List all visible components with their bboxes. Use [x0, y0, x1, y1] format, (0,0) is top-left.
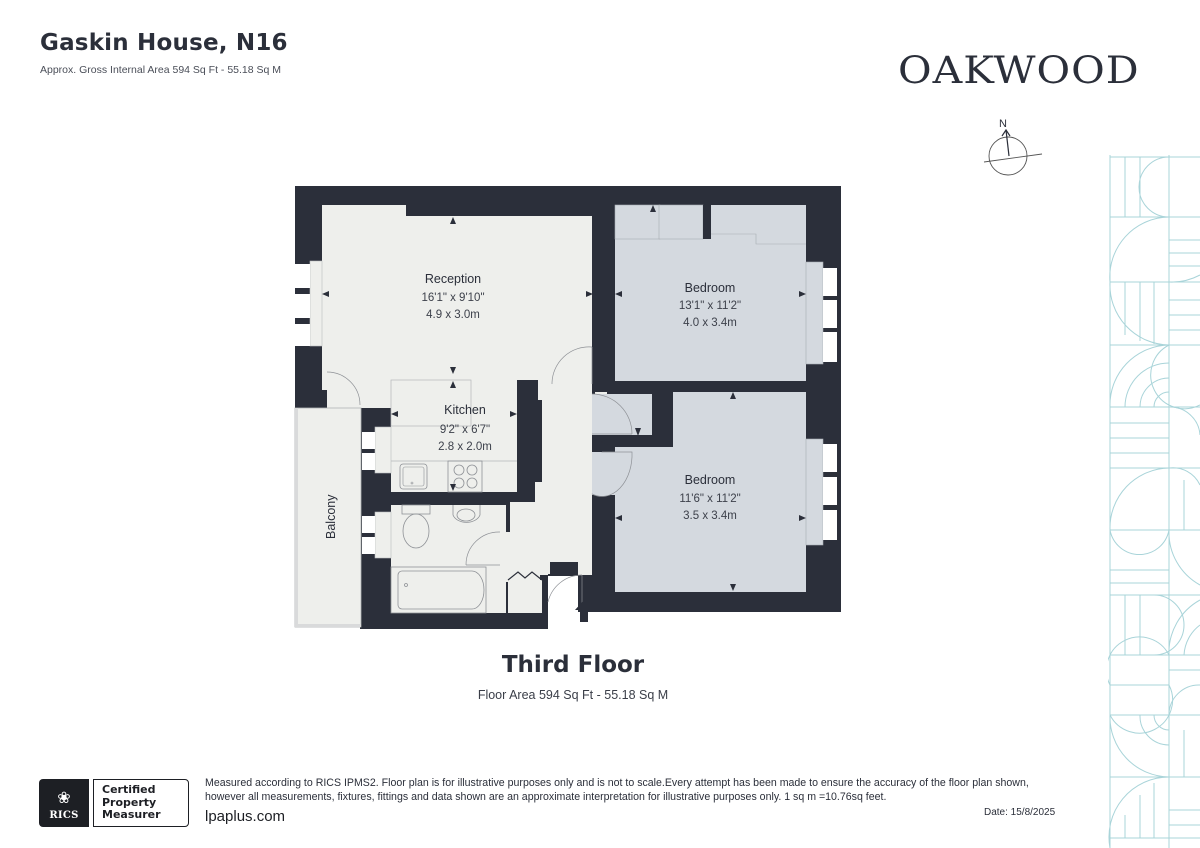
kitchen-room: [391, 380, 517, 492]
bathtub-icon: [390, 566, 487, 614]
disclaimer: Measured according to RICS IPMS2. Floor …: [205, 776, 1105, 804]
cert-line-2: Property: [102, 795, 157, 809]
bedroom-1-metric: 4.0 x 3.4m: [683, 317, 737, 329]
bedroom-2-imperial: 11'6" x 11'2": [679, 493, 740, 505]
decorative-pattern: [1108, 155, 1200, 848]
brand-logo: OAKWOOD: [898, 47, 1140, 93]
website-link[interactable]: lpaplus.com: [205, 808, 286, 825]
floor-plan: Balcony: [290, 182, 842, 632]
cert-line-1: Certified: [102, 783, 156, 796]
bedroom-1-imperial: 13'1" x 11'2": [679, 300, 741, 312]
balcony: [294, 407, 362, 628]
basin-icon: [452, 505, 481, 523]
hallway: [500, 382, 592, 582]
kitchen-imperial: 9'2" x 6'7": [440, 424, 490, 436]
floor-title: Third Floor: [501, 652, 645, 678]
dimension-markers: [322, 205, 806, 591]
bedroom-2-label: Bedroom: [685, 473, 736, 487]
balcony-label: Balcony: [324, 494, 338, 539]
kitchen-sink-icon: [399, 463, 428, 490]
reception-metric: 4.9 x 3.0m: [426, 309, 480, 321]
rics-badge: ❀ RICS Certified Property Measurer: [39, 779, 189, 827]
north-arrow-icon: N: [983, 118, 1043, 176]
disclaimer-line-1: Measured according to RICS IPMS2. Floor …: [205, 777, 1029, 789]
gross-area-subtitle: Approx. Gross Internal Area 594 Sq Ft - …: [40, 64, 282, 76]
reception-label: Reception: [425, 272, 481, 286]
bedroom-2-metric: 3.5 x 3.4m: [683, 510, 737, 522]
reception-room: [322, 205, 592, 408]
reception-imperial: 16'1" x 9'10": [421, 292, 484, 304]
entrance-arrow-icon: [575, 600, 593, 622]
toilet-icon: [401, 504, 431, 549]
rics-certification: Certified Property Measurer: [93, 779, 189, 827]
kitchen-metric: 2.8 x 2.0m: [438, 441, 492, 453]
floor-area: Floor Area 594 Sq Ft - 55.18 Sq M: [477, 688, 669, 702]
plan-date: Date: 15/8/2025: [984, 807, 1056, 818]
property-title: Gaskin House, N16: [40, 30, 288, 56]
bedroom-1-label: Bedroom: [685, 281, 736, 295]
rics-logo-text: RICS: [49, 810, 79, 821]
rics-logo: ❀ RICS: [39, 779, 89, 827]
bathroom: [391, 505, 506, 613]
kitchen-label: Kitchen: [444, 403, 486, 417]
lion-icon: ❀: [57, 788, 71, 807]
disclaimer-line-2: however all measurements, fixtures, fitt…: [205, 791, 887, 803]
compass-label: N: [999, 118, 1007, 130]
hob-icon: [447, 460, 483, 493]
bedroom-2: [615, 392, 806, 592]
storage-cupboard: [508, 580, 542, 613]
cert-line-3: Measurer: [102, 808, 161, 821]
